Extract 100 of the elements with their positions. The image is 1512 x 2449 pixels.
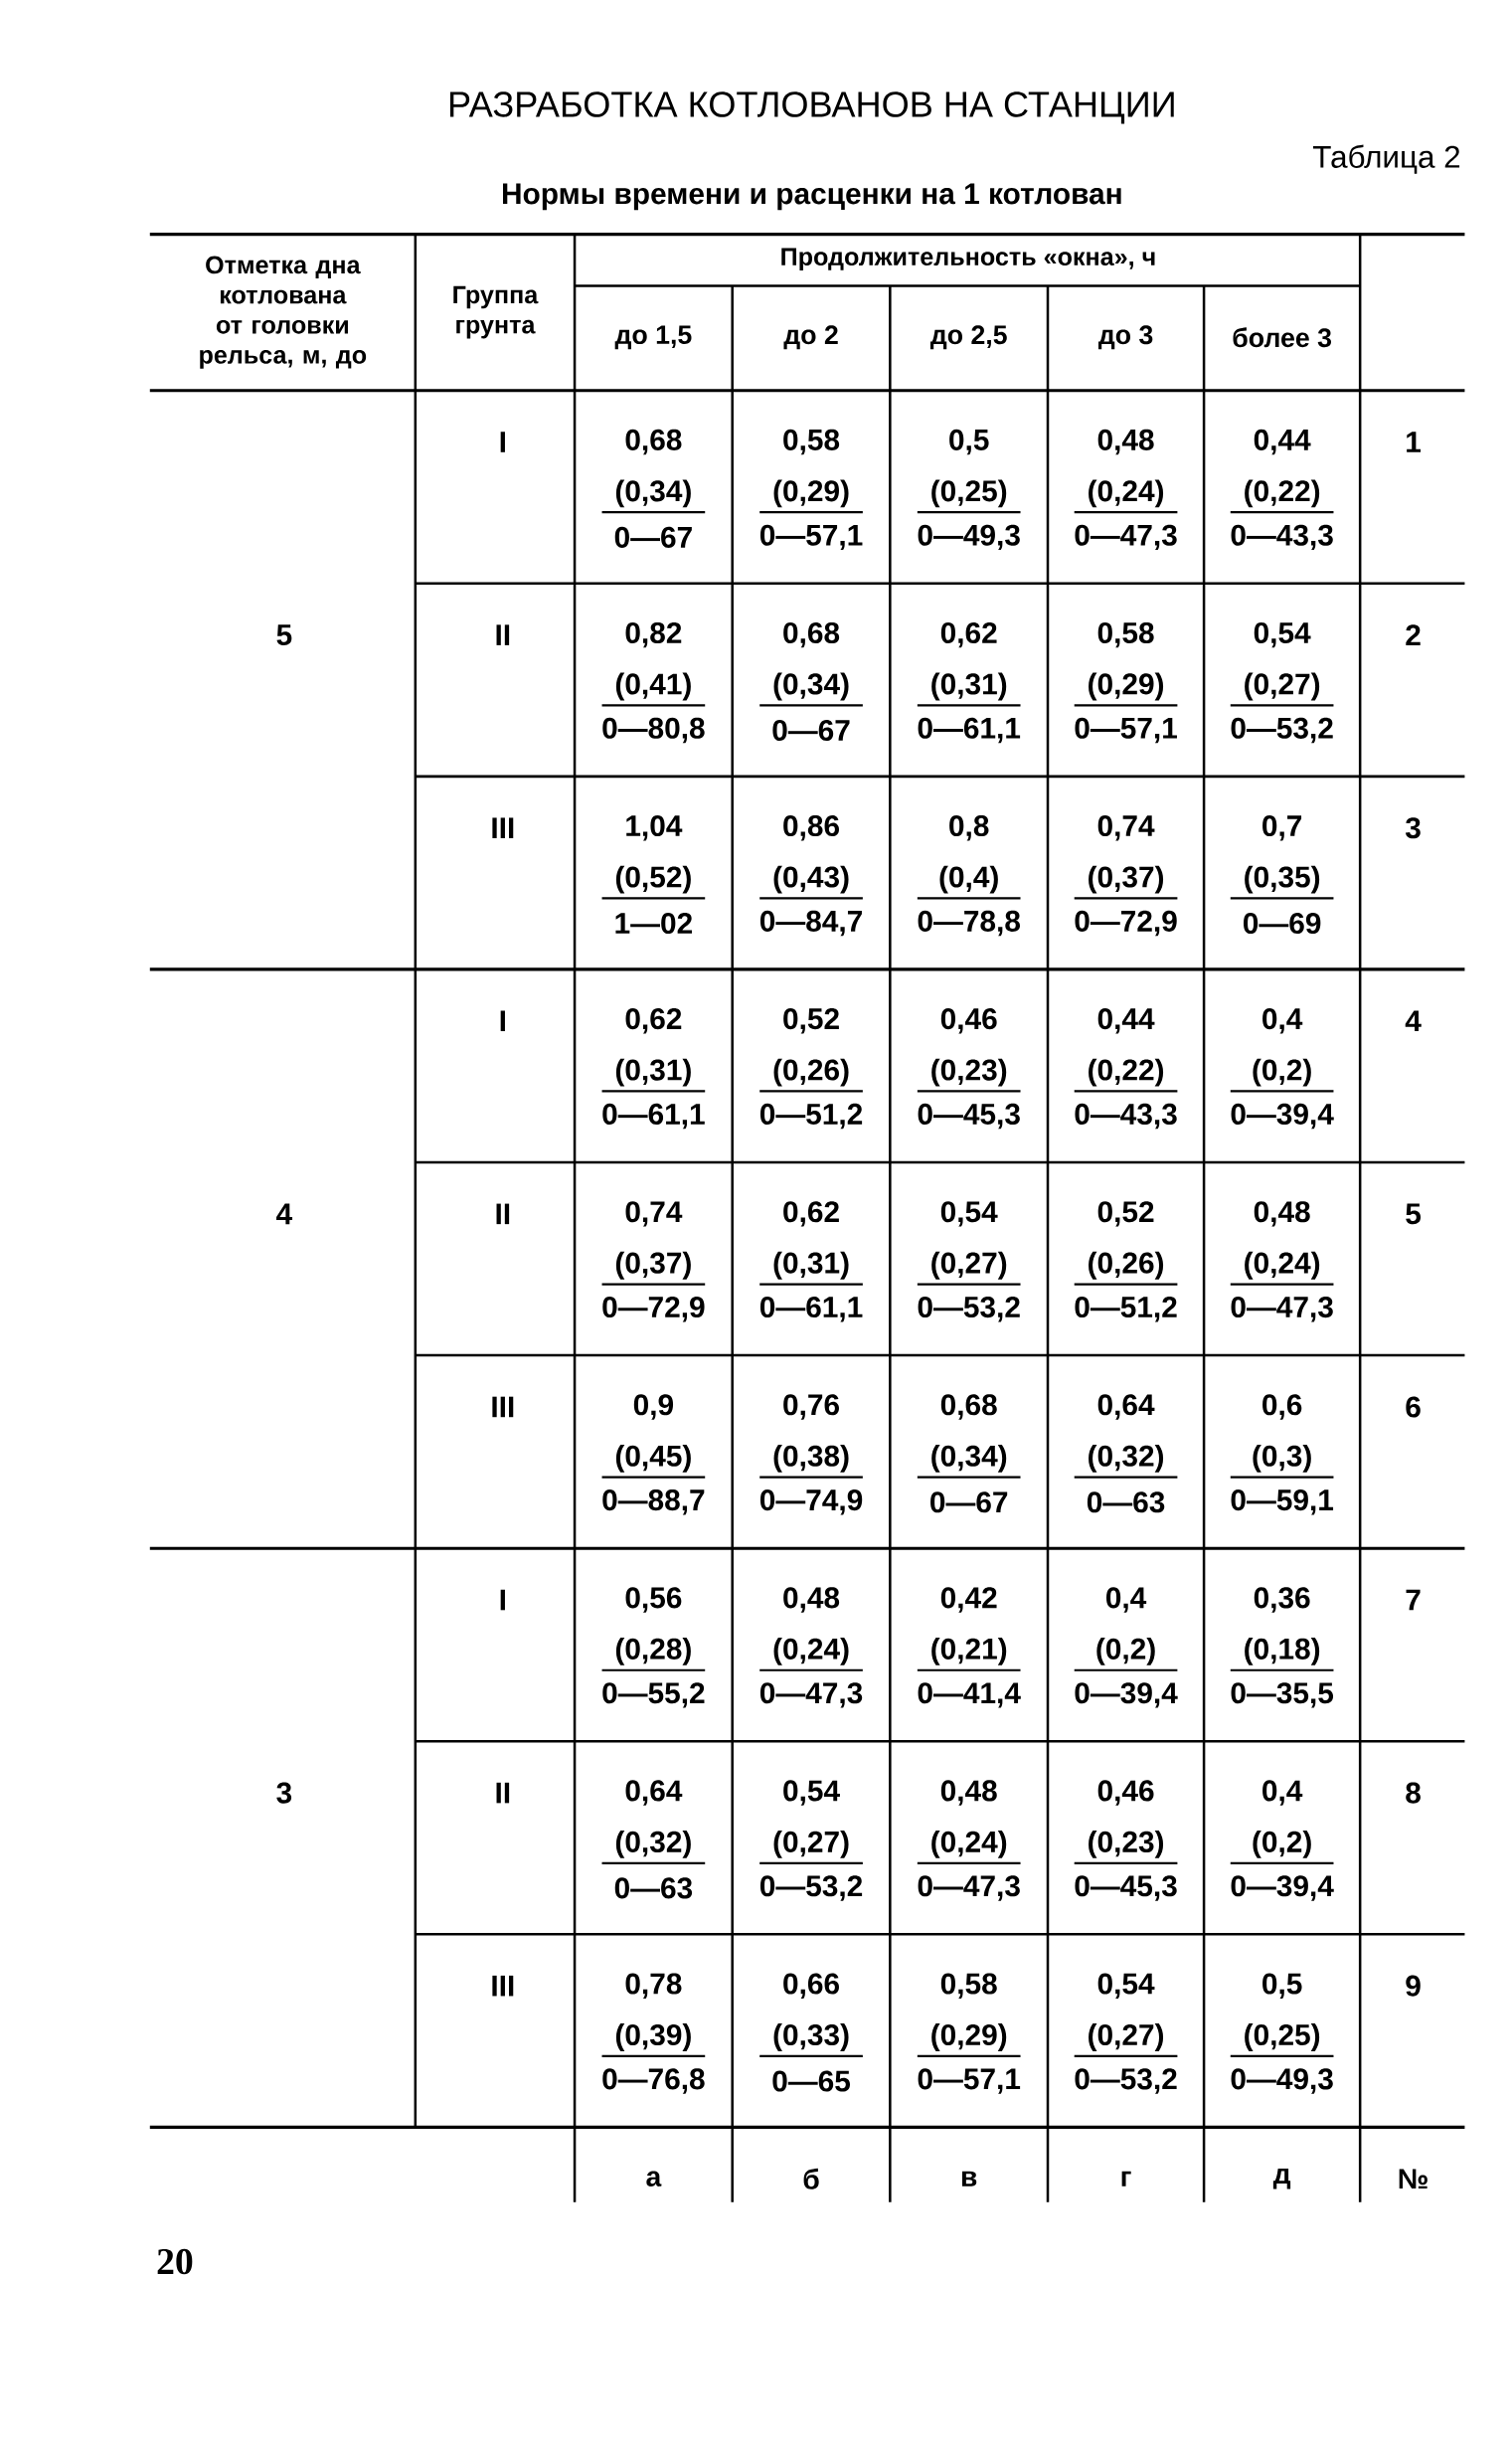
rate-value: 0—39,4 — [1231, 1103, 1334, 1130]
header-text: более 3 — [1233, 327, 1332, 348]
rate-value: (0,38) — [759, 1444, 864, 1479]
row-number: 9 — [1406, 1975, 1422, 1997]
column-letter: б — [803, 2168, 819, 2189]
rate-value: 0,8 — [949, 815, 989, 841]
rate-value: 0—72,9 — [1075, 910, 1177, 937]
rate-value: (0,27) — [1074, 2023, 1178, 2057]
rate-value: (0,4) — [918, 865, 1021, 900]
rate-value: 0,58 — [783, 429, 840, 455]
soil-group: II — [496, 1782, 510, 1804]
rate-value: 0—53,2 — [1075, 2068, 1177, 2094]
row-number: 8 — [1406, 1782, 1422, 1804]
rate-value: 0,76 — [783, 1394, 840, 1420]
row-number: 2 — [1406, 624, 1421, 646]
depth-value: 4 — [276, 1203, 293, 1225]
rate-value: 0—49,3 — [918, 524, 1021, 551]
header-text: Отметка дна котлована от головки рельса, м, до — [200, 256, 367, 369]
rate-value: 0—69 — [1244, 912, 1321, 935]
header-text: до 2,5 — [930, 325, 1008, 350]
header-text: до 1,5 — [614, 325, 692, 350]
rate-value: (0,31) — [601, 1058, 706, 1093]
column-letter: а — [646, 2171, 662, 2187]
rate-value: 0,86 — [783, 815, 840, 841]
rate-value: 0—61,1 — [760, 1296, 863, 1322]
rate-value: 0—41,4 — [918, 1682, 1022, 1708]
soil-group: I — [500, 1010, 506, 1032]
rate-value: 0—76,8 — [602, 2068, 705, 2094]
rate-value: 0—84,7 — [760, 910, 863, 937]
soil-group: II — [496, 1203, 510, 1225]
rate-value: (0,37) — [601, 1251, 706, 1286]
rate-value: 0,52 — [1097, 1201, 1154, 1227]
rate-value: (0,24) — [1074, 479, 1178, 514]
rate-value: (0,29) — [918, 2023, 1021, 2057]
rate-value: (0,27) — [1231, 672, 1334, 707]
rate-value: 0—53,2 — [760, 1875, 863, 1901]
rate-value: (0,25) — [1231, 2023, 1334, 2057]
rate-value: (0,41) — [601, 672, 706, 707]
soil-group: I — [500, 432, 506, 452]
rate-value: 0—47,3 — [760, 1682, 863, 1708]
rate-value: 0,36 — [1255, 1587, 1310, 1613]
rate-value: 0—35,5 — [1231, 1682, 1334, 1708]
rate-value: 0—65 — [772, 2070, 851, 2092]
rate-value: 0,62 — [941, 621, 997, 648]
rate-value: 0,4 — [1262, 1780, 1303, 1806]
rate-value: 0,46 — [941, 1008, 997, 1034]
rate-value: 0,48 — [1255, 1201, 1310, 1227]
rate-value: 0,62 — [625, 1008, 682, 1034]
rate-value: 0—43,3 — [1075, 1103, 1177, 1130]
rate-value: 0,44 — [1255, 429, 1311, 455]
rate-value: 0—59,1 — [1231, 1489, 1334, 1515]
rate-value: 0,62 — [783, 1201, 840, 1227]
rate-value: 0—43,3 — [1231, 524, 1334, 551]
page-title: РАЗРАБОТКА КОТЛОВАНОВ НА СТАНЦИИ — [450, 91, 1174, 124]
column-letter: в — [962, 2171, 977, 2187]
rate-value: 0—45,3 — [918, 1103, 1021, 1130]
rate-value: (0,22) — [1231, 479, 1334, 514]
rate-value: 0,68 — [941, 1394, 998, 1420]
rate-value: 0,6 — [1262, 1394, 1302, 1420]
rate-value: 0—67 — [615, 526, 693, 548]
rate-value: (0,24) — [1231, 1251, 1334, 1286]
rate-value: 0,58 — [941, 1973, 998, 1999]
soil-group: III — [492, 817, 514, 838]
soil-group: III — [492, 1396, 514, 1418]
rate-value: 0—45,3 — [1075, 1875, 1177, 1901]
rate-value: (0,23) — [918, 1058, 1021, 1093]
rate-value: 0—88,7 — [602, 1489, 705, 1515]
rate-value: (0,24) — [918, 1831, 1021, 1864]
rate-value: (0,39) — [601, 2023, 706, 2057]
rate-value: 0—63 — [1088, 1491, 1165, 1513]
rate-value: 0,66 — [783, 1973, 840, 1999]
rate-value: (0,34) — [918, 1444, 1021, 1479]
rate-value: (0,23) — [1074, 1831, 1178, 1864]
rate-value: 0,54 — [1097, 1973, 1155, 1999]
soil-group: I — [500, 1589, 506, 1611]
rate-value: 0—39,4 — [1075, 1682, 1178, 1708]
column-letter: г — [1121, 2171, 1131, 2187]
row-number: 3 — [1406, 817, 1422, 839]
header-text: до 3 — [1098, 325, 1153, 350]
rate-value: 0—53,2 — [918, 1296, 1020, 1322]
rate-value: (0,34) — [759, 672, 864, 707]
rate-value: 0—51,2 — [1075, 1296, 1177, 1322]
rate-value: (0,25) — [918, 479, 1021, 514]
rate-value: (0,3) — [1231, 1444, 1334, 1479]
row-number: 6 — [1406, 1396, 1422, 1418]
column-letter: № — [1399, 2169, 1428, 2188]
rate-value: 0,74 — [625, 1201, 683, 1227]
rate-value: 0,54 — [1255, 621, 1311, 648]
rate-value: 0,68 — [625, 429, 682, 455]
depth-value: 5 — [276, 624, 292, 646]
rate-value: (0,52) — [601, 865, 706, 900]
rate-value: 0,48 — [783, 1587, 840, 1613]
header-text: Группа грунта — [453, 285, 539, 339]
rate-value: 0—53,2 — [1231, 717, 1333, 744]
rate-value: 0,78 — [625, 1973, 682, 1999]
rate-value: 0,64 — [625, 1780, 683, 1806]
rate-value: (0,2) — [1074, 1637, 1178, 1671]
depth-value: 3 — [276, 1782, 292, 1804]
table-number: Таблица 2 — [1313, 144, 1460, 174]
row-number: 5 — [1406, 1203, 1422, 1225]
